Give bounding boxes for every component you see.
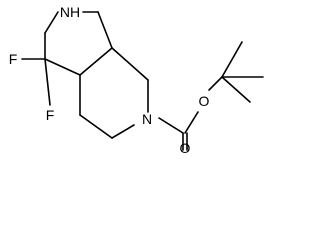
bond [208,76,223,91]
atom-label-fluorine: F [46,107,55,123]
bond [221,76,251,103]
bond [97,11,113,49]
bond [184,111,199,134]
atom-label-fluorine: F [9,51,18,67]
bond [221,41,243,78]
atom-label-carbonyl-oxygen: O [180,140,191,155]
bond [111,124,135,139]
bond [44,58,51,106]
bond [79,47,113,76]
molecule-diagram: NH F F N O O [9,4,264,155]
bond [44,58,81,76]
bond [44,11,59,34]
bond [79,114,113,139]
atom-label-ester-oxygen: O [199,93,210,109]
bond [111,47,149,81]
bond [158,117,184,134]
atom-label-nh: NH [60,4,80,20]
atom-label-nitrogen: N [142,111,152,127]
